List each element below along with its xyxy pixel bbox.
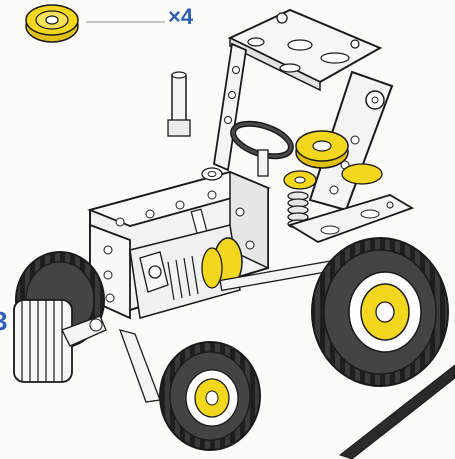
rear-wheel	[311, 237, 449, 387]
pulley-wheel-icon	[25, 4, 79, 43]
front-right-wheel	[159, 341, 261, 451]
steering-wheel	[230, 120, 294, 177]
exhaust-pipe	[167, 71, 191, 137]
front-roller	[13, 299, 107, 383]
side-plate	[287, 194, 415, 243]
roof-canopy	[227, 8, 383, 92]
roof-support-left	[213, 42, 247, 172]
front-plate	[89, 223, 131, 320]
step-number: 3	[0, 306, 8, 336]
front-strut	[118, 329, 161, 403]
quantity-label: ×4	[168, 4, 194, 29]
seat-pulley	[283, 130, 383, 190]
engine-springs	[129, 224, 243, 319]
tool-bar	[338, 364, 455, 459]
